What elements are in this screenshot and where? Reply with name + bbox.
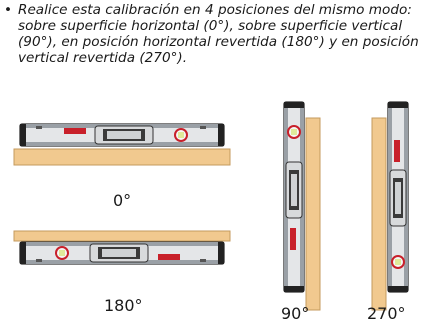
wood-surface-vertical-270 [371,117,387,311]
level-180-deg [19,241,225,265]
level-0-deg-group [13,123,231,166]
instruction-text: Realice esta calibración en 4 posiciones… [18,2,419,66]
level-90-deg [283,101,305,293]
wood-surface-horizontal-top [13,230,231,242]
level-0-deg [19,123,225,147]
label-90-deg: 90° [281,304,310,323]
label-0-deg: 0° [113,191,132,210]
instruction-paragraph: • Realice esta calibración en 4 posicion… [4,2,440,66]
wood-surface-vertical-90 [305,117,321,311]
level-180-deg-group [13,230,231,265]
label-270-deg: 270° [367,304,406,323]
level-90-deg-group [283,101,321,311]
label-180-deg: 180° [104,296,143,315]
level-270-deg [387,101,409,293]
wood-surface-horizontal [13,148,231,166]
level-270-deg-group [371,101,409,311]
bullet-icon: • [4,2,13,18]
